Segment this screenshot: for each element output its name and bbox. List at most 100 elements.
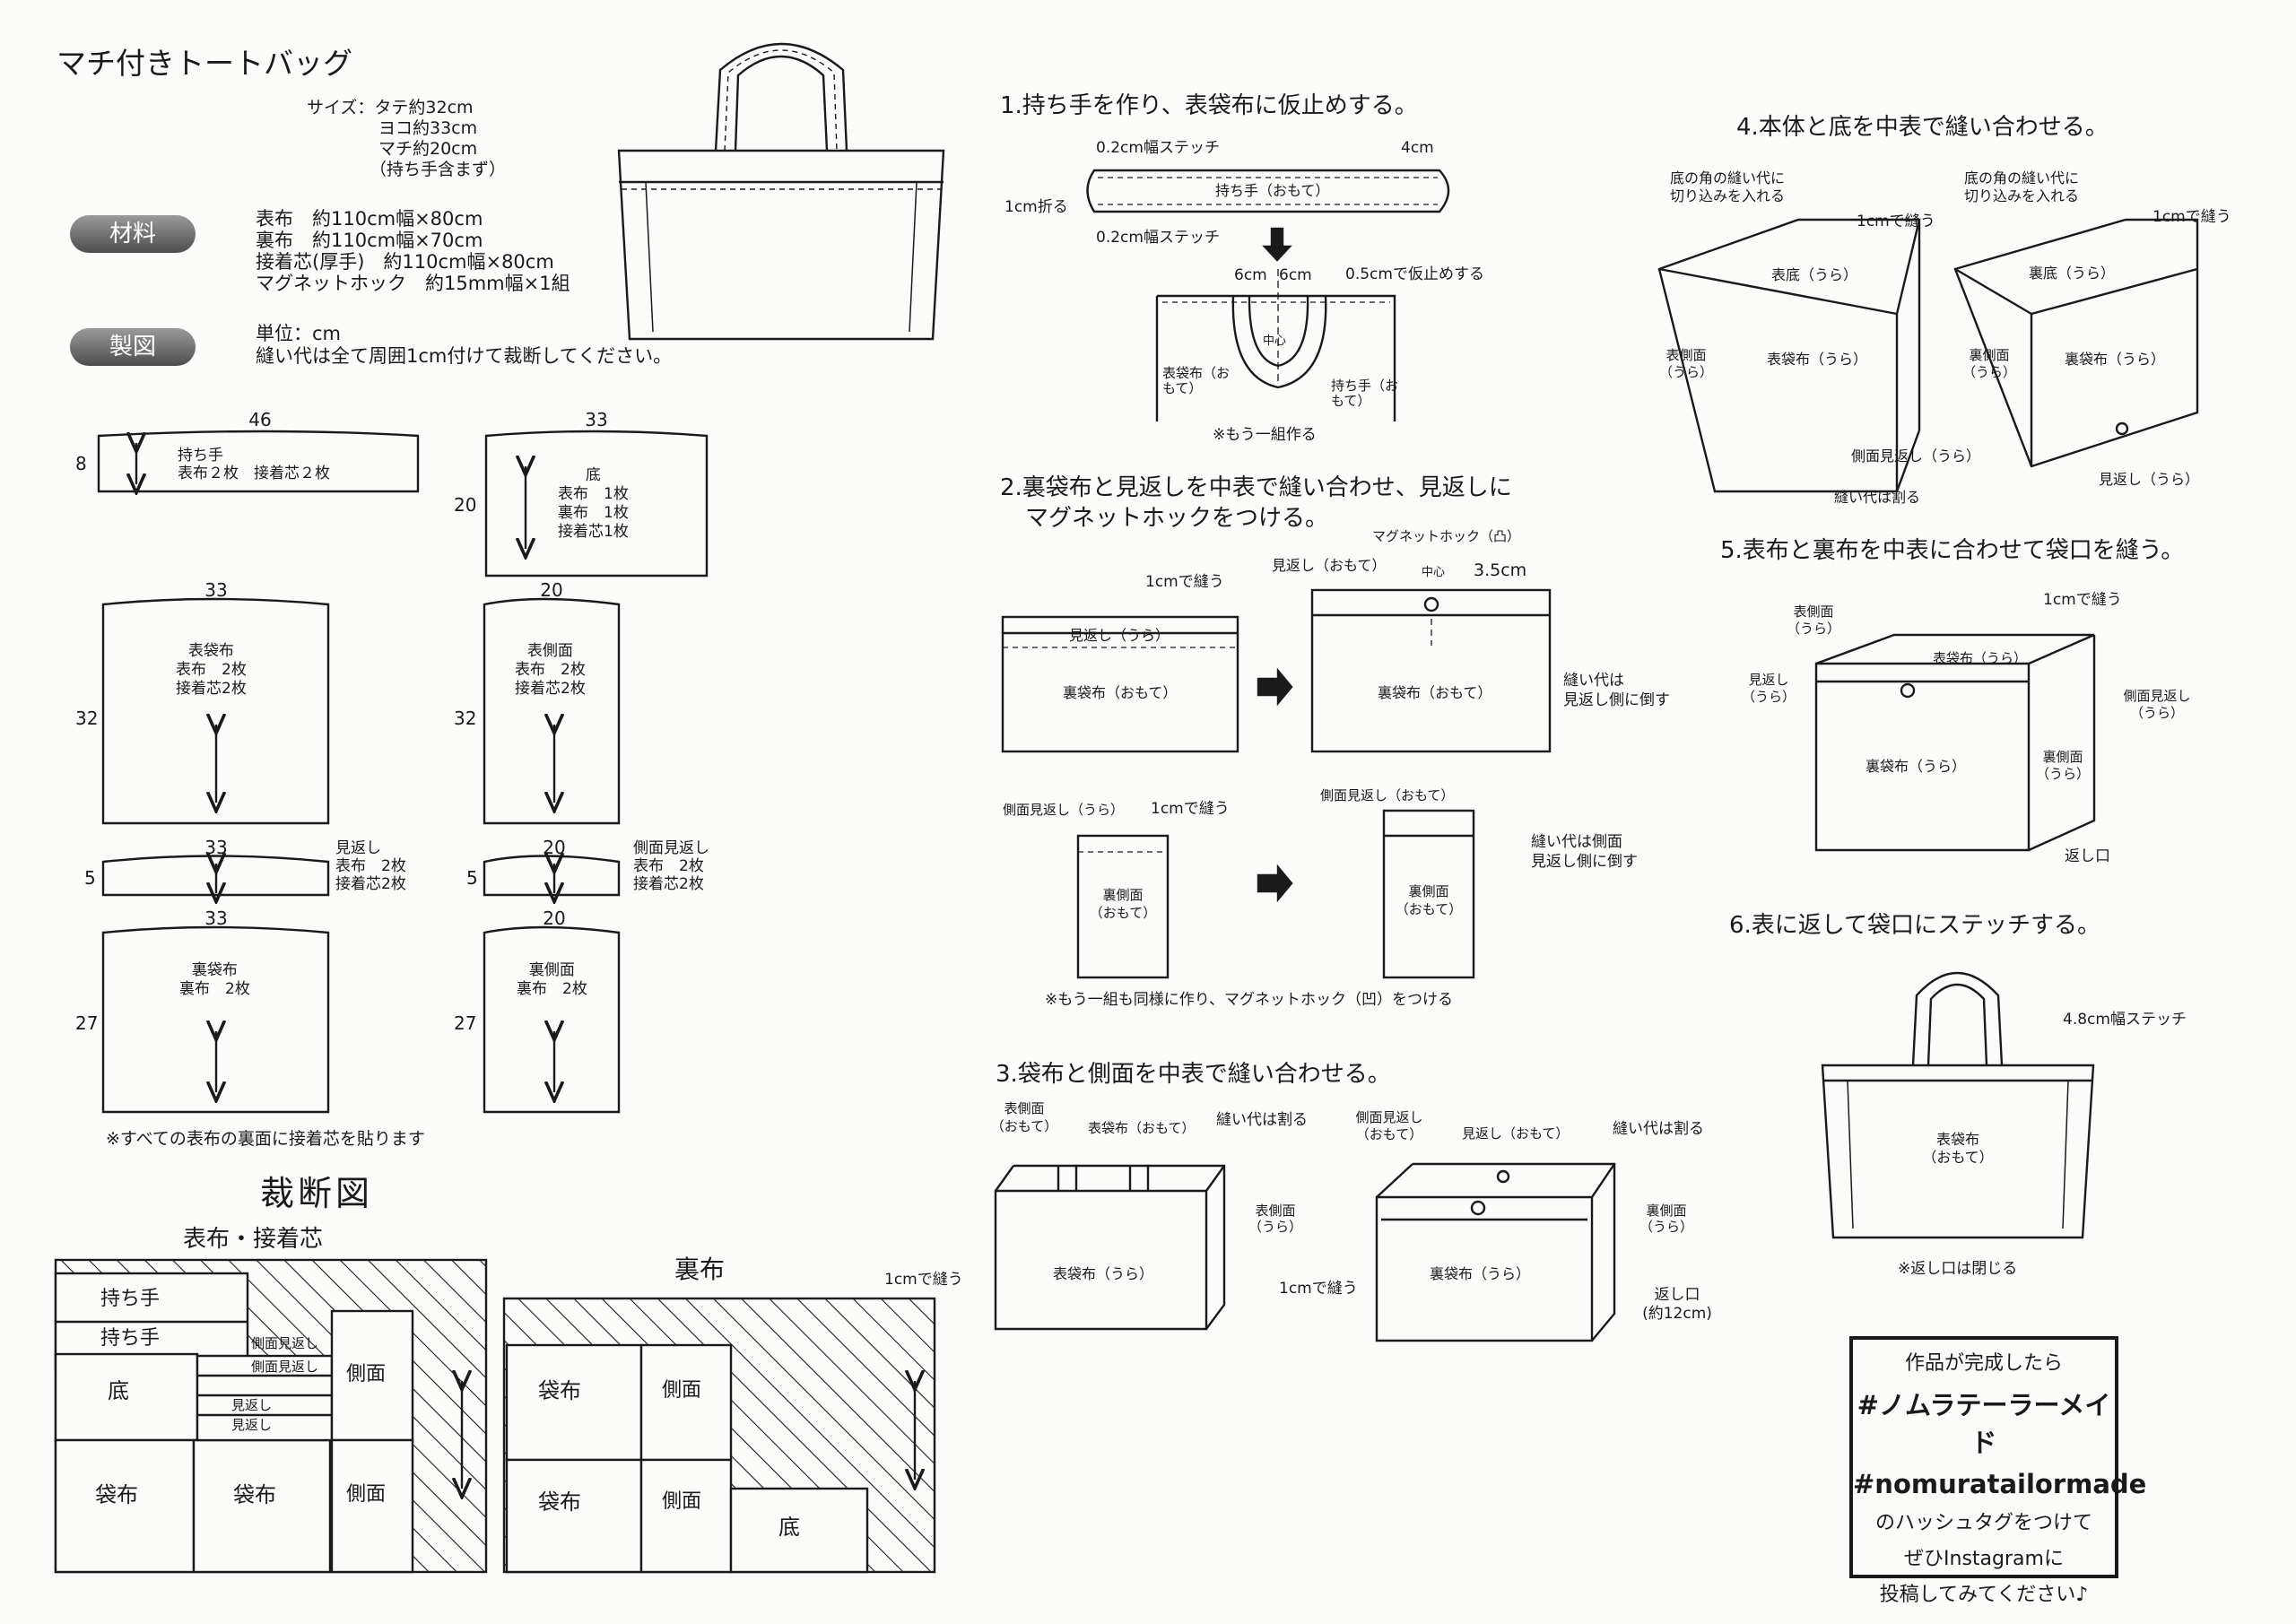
- piece-outer-body: 表袋布 表布 2枚 接着芯2枚: [176, 642, 247, 699]
- step6-label: （おもて）: [1922, 1149, 1994, 1166]
- piece-height: 27: [454, 1012, 477, 1034]
- cut-label: 底: [778, 1515, 800, 1540]
- step4-title: 4.本体と底を中表で縫い合わせる。: [1736, 114, 2109, 141]
- step5-label: 表袋布（うら）: [1933, 650, 2028, 666]
- cutting-layout-outer: [54, 1258, 488, 1574]
- step3-label: 裏側面: [1646, 1203, 1687, 1219]
- step2-title: 2.裏袋布と見返しを中表で縫い合わせ、見返しに: [1000, 474, 1512, 501]
- piece-line: 裏布 2枚: [179, 980, 250, 998]
- step1-label: 0.2cm幅ステッチ: [1096, 229, 1220, 247]
- piece-line: 裏側面: [528, 961, 575, 979]
- piece-height: 27: [75, 1012, 99, 1034]
- step6-label: 4.8cm幅ステッチ: [2063, 1011, 2187, 1029]
- cut-label: 袋布: [95, 1482, 138, 1507]
- cut-label: 持ち手: [100, 1288, 161, 1310]
- step3-label: 返し口: [1654, 1286, 1700, 1304]
- step4-label: 切り込みを入れる: [1964, 187, 2080, 204]
- step2-label: 見返し側に倒す: [1563, 691, 1670, 709]
- step3-drawings: [994, 1162, 1616, 1342]
- step1-label: 4cm: [1401, 139, 1434, 157]
- step3-label: 表側面: [1004, 1100, 1045, 1116]
- step1-label: 1cm折る: [1004, 198, 1068, 216]
- step5-label: （うら）: [2129, 705, 2185, 721]
- step2-label: 縫い代は: [1563, 672, 1624, 690]
- piece-height: 32: [75, 708, 99, 729]
- step2-label: 中心: [1422, 566, 1446, 579]
- piece-side-facing: 側面見返し 表布 2枚 接着芯2枚: [633, 839, 709, 893]
- piece-height: 5: [84, 867, 96, 889]
- piece-line: 接着芯2枚: [335, 875, 406, 893]
- step3-label: (約12cm): [1642, 1305, 1712, 1323]
- cut-label: 側面: [662, 1379, 702, 1402]
- hashtag-line: のハッシュタグをつけて: [1874, 1512, 2092, 1534]
- piece-line: 裏袋布: [191, 961, 238, 979]
- step4-label: 表側面: [1665, 347, 1707, 363]
- piece-line: 表側面: [526, 642, 573, 660]
- cut-label: 見返し: [231, 1397, 273, 1413]
- size-depth: マチ約20cm: [378, 139, 478, 159]
- piece-width: 20: [543, 908, 566, 929]
- cut-label: 袋布: [538, 1378, 581, 1403]
- piece-lining-side: 裏側面 裏布 2枚: [517, 961, 587, 999]
- step3-label: （おもて）: [990, 1118, 1058, 1134]
- step2-label: 見返し（うら）: [1069, 627, 1170, 644]
- step5-label: （うら）: [1786, 621, 1841, 637]
- step4-label: 底の角の縫い代に: [1964, 169, 2080, 187]
- tote-illustration-header: [617, 42, 945, 341]
- cut-label: 袋布: [233, 1482, 276, 1507]
- cutting-fabric-outer: 表布・接着芯: [183, 1226, 324, 1253]
- hashtag-intro: 作品が完成したら: [1904, 1352, 2063, 1375]
- material-line: 表布 約110cm幅×80cm: [256, 208, 483, 230]
- step3-label: 1cmで縫う: [884, 1271, 963, 1289]
- piece-width: 20: [543, 837, 566, 858]
- materials-list: 表布 約110cm幅×80cm 裏布 約110cm幅×70cm 接着芯(厚手) …: [256, 208, 570, 294]
- step2-label: （おもて）: [1395, 901, 1463, 917]
- step3-label: 縫い代は割る: [1216, 1111, 1308, 1129]
- cut-label: 底: [108, 1378, 129, 1403]
- piece-width: 46: [248, 409, 272, 430]
- piece-lining-body: 裏袋布 裏布 2枚: [179, 961, 250, 999]
- cutting-title: 裁断図: [260, 1174, 374, 1213]
- piece-facing: 見返し 表布 2枚 接着芯2枚: [335, 839, 406, 893]
- seam-note: 縫い代は全て周囲1cm付けて裁断してください。: [256, 345, 673, 367]
- material-line: 裏布 約110cm幅×70cm: [256, 230, 483, 251]
- piece-height: 20: [454, 494, 477, 516]
- cutting-layout-lining: [502, 1297, 936, 1574]
- step5-label: （うら）: [1741, 689, 1796, 705]
- step4-label: 側面見返し（うら）: [1851, 447, 1981, 465]
- hashtag-line: 投稿してみてください♪: [1879, 1584, 2089, 1606]
- step3-label: 表袋布（うら）: [1053, 1265, 1154, 1282]
- step2-title-2: マグネットホックをつける。: [1025, 505, 1329, 532]
- piece-line: 底: [585, 466, 601, 484]
- cut-label: 側面: [662, 1490, 702, 1513]
- step4-label: 表袋布（うら）: [1767, 351, 1868, 368]
- material-line: マグネットホック 約15mm幅×1組: [256, 273, 570, 294]
- step6-label: ※返し口は閉じる: [1898, 1260, 2018, 1278]
- piece-line: 表布２枚 接着芯２枚: [178, 465, 330, 482]
- size-label: サイズ：タテ約32cm: [307, 98, 474, 117]
- step3-label: （うら）: [1639, 1219, 1694, 1235]
- size-width: ヨコ約33cm: [378, 118, 478, 138]
- interfacing-footnote: ※すべての表布の裏面に接着芯を貼ります: [106, 1129, 425, 1149]
- hashtag-ja: #ノムラテーラーメイド: [1857, 1390, 2111, 1458]
- step1-label: 持ち手（おもて）: [1331, 378, 1399, 410]
- step1-label: 持ち手（おもて）: [1215, 182, 1330, 199]
- step5-label: 裏袋布（うら）: [1866, 758, 1967, 775]
- cut-label: 側面: [346, 1363, 387, 1385]
- step3-label: 表側面: [1255, 1203, 1296, 1219]
- step5-label: （うら）: [2035, 766, 2091, 782]
- cut-label: 側面: [346, 1483, 387, 1506]
- piece-line: 表布 2枚: [633, 857, 704, 875]
- piece-line: 接着芯2枚: [176, 680, 247, 698]
- step6-label: 表袋布: [1935, 1131, 1980, 1148]
- step4-label: 表底（うら）: [1771, 266, 1858, 283]
- pattern-badge: 製図: [70, 328, 196, 366]
- step1-label: ※もう一組作る: [1213, 426, 1317, 444]
- cut-label: 見返し: [231, 1417, 273, 1433]
- step2-label: 裏袋布（おもて）: [1378, 684, 1492, 701]
- step1-label: 表袋布（おもて）: [1162, 365, 1231, 397]
- step1-label: 中心: [1263, 334, 1287, 348]
- piece-line: 接着芯2枚: [515, 680, 586, 698]
- step4-label: 縫い代は割る: [1834, 489, 1921, 506]
